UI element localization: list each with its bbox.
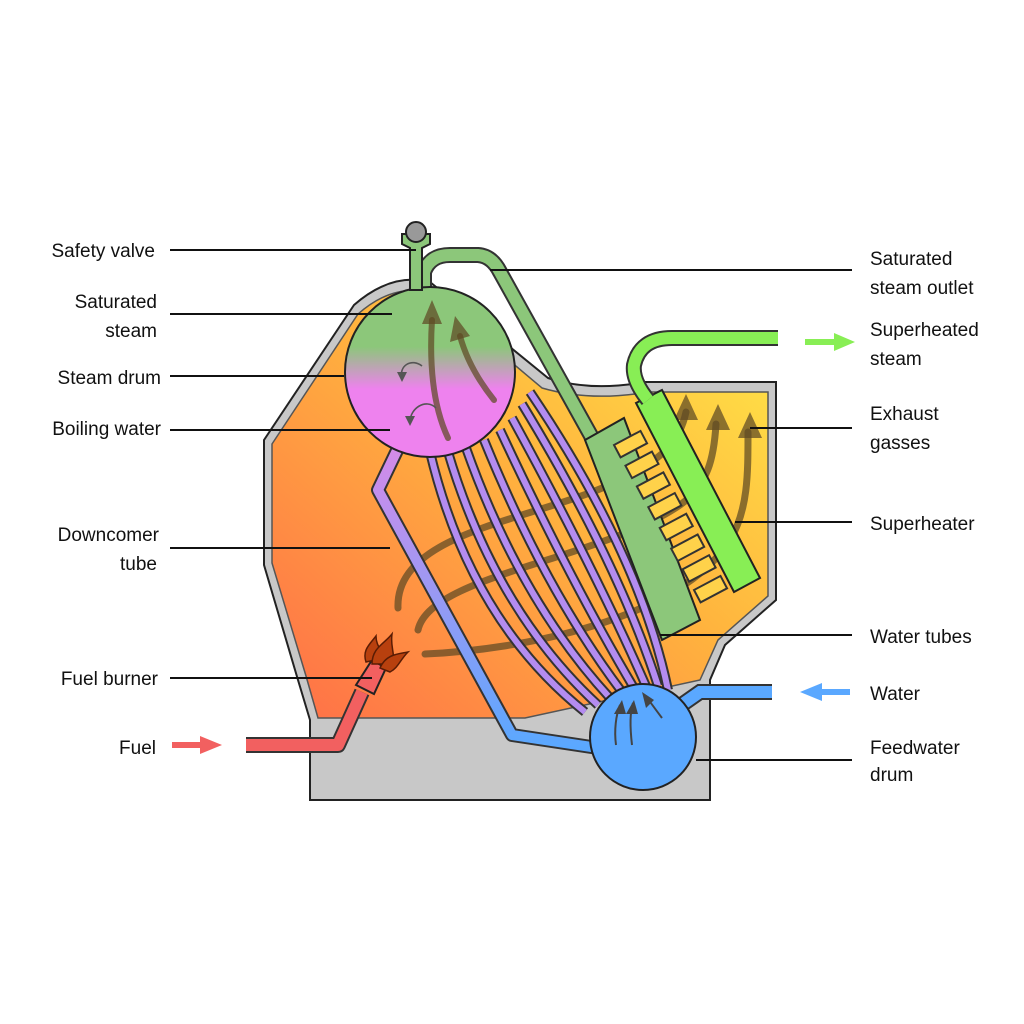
- water-tube: [445, 451, 601, 708]
- fuel-arrow-icon: [172, 736, 222, 754]
- water-tube: [497, 428, 637, 690]
- superheated-steam-arrow-icon: [805, 333, 855, 351]
- label-fuel-burner: Fuel burner: [61, 669, 159, 690]
- water-tube: [481, 438, 625, 694]
- label-saturated-steam-outlet: Saturated: [870, 249, 952, 270]
- burner-flame-icon: [364, 631, 411, 673]
- label-boiling-water: Boiling water: [52, 419, 161, 440]
- label-water: Water: [870, 684, 921, 705]
- water-tube: [509, 416, 649, 688]
- water-arrow-icon: [800, 683, 850, 701]
- feedwater-drum: [589, 683, 697, 791]
- label-fuel: Fuel: [119, 738, 156, 759]
- superheater-element: [692, 574, 729, 604]
- superheater: [583, 330, 778, 642]
- label-feedwater-drum: Feedwater: [870, 738, 960, 759]
- leader-lines: [170, 249, 852, 761]
- water-tube: [463, 446, 613, 701]
- label-downcomer-tube-2: tube: [120, 554, 157, 575]
- label-superheated-steam: Superheated: [870, 320, 979, 341]
- water-tube: [527, 390, 671, 691]
- label-safety-valve: Safety valve: [52, 241, 156, 262]
- labels: Safety valve Saturated steam Steam drum …: [52, 241, 979, 786]
- superheater-element: [624, 450, 660, 480]
- superheater-element: [612, 429, 649, 459]
- superheater-element: [658, 512, 695, 542]
- water-inlet-pipe: [675, 684, 772, 713]
- label-exhaust-gasses-2: gasses: [870, 433, 930, 454]
- superheater-element: [635, 470, 672, 501]
- label-feedwater-drum-2: drum: [870, 765, 913, 786]
- label-exhaust-gasses: Exhaust: [870, 404, 939, 425]
- safety-valve: [401, 221, 431, 291]
- label-water-tubes: Water tubes: [870, 627, 972, 648]
- label-superheater: Superheater: [870, 514, 975, 535]
- label-saturated-steam-2: steam: [105, 321, 157, 342]
- label-superheated-steam-2: steam: [870, 349, 922, 370]
- saturated-steam-outlet-pipe: [416, 247, 617, 474]
- label-steam-drum: Steam drum: [58, 368, 161, 389]
- superheater-element: [681, 553, 717, 583]
- superheater-element: [669, 533, 706, 563]
- label-saturated-steam-outlet-2: steam outlet: [870, 278, 974, 299]
- fuel-burner: [246, 631, 411, 753]
- superheater-element: [646, 491, 683, 521]
- water-tube: [519, 402, 661, 687]
- water-tubes: [425, 389, 673, 716]
- steam-drum: [344, 286, 516, 458]
- label-saturated-steam: Saturated: [75, 292, 157, 313]
- water-tube: [427, 451, 587, 715]
- label-downcomer-tube: Downcomer: [58, 525, 160, 546]
